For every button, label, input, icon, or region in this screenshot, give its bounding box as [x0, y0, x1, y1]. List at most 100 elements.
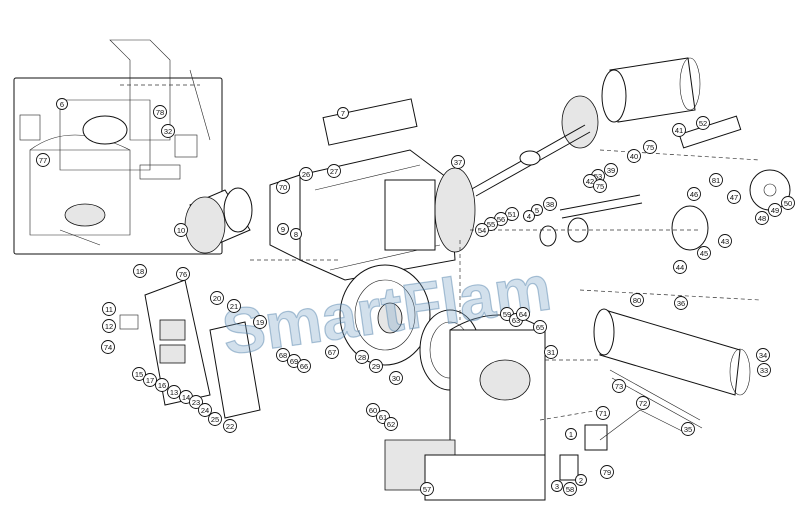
part-callouts: 6777832752413740753953427546814748495043…: [36, 98, 795, 496]
callout-label: 37: [454, 158, 462, 167]
callout-label: 61: [379, 413, 387, 422]
callout-44: 44: [673, 260, 687, 274]
callout-24: 24: [198, 403, 212, 417]
callout-label: 5: [535, 206, 539, 215]
callout-label: 74: [104, 343, 112, 352]
callout-circle: [673, 260, 687, 274]
callout-label: 78: [156, 108, 164, 117]
callout-circle: [223, 419, 237, 433]
callout-20: 20: [210, 291, 224, 305]
callout-circle: [697, 246, 711, 260]
callout-15: 15: [132, 367, 146, 381]
callout-label: 39: [607, 166, 615, 175]
callout-circle: [781, 196, 795, 210]
callout-circle: [627, 149, 641, 163]
callout-80: 80: [630, 293, 644, 307]
callout-label: 7: [341, 109, 345, 118]
callout-circle: [681, 422, 695, 436]
callout-circle: [533, 320, 547, 334]
callout-circle: [636, 396, 650, 410]
callout-label: 55: [487, 220, 495, 229]
callout-circle: [756, 348, 770, 362]
callout-label: 2: [579, 476, 583, 485]
callout-label: 76: [179, 270, 187, 279]
callout-circle: [155, 378, 169, 392]
callout-label: 18: [136, 267, 144, 276]
callout-label: 60: [369, 406, 377, 415]
callout-circle: [153, 105, 167, 119]
callout-76: 76: [176, 267, 190, 281]
combustion-tube: [601, 57, 701, 123]
callout-circle: [565, 428, 577, 440]
callout-circle: [709, 173, 723, 187]
callout-circle: [133, 264, 147, 278]
callout-circle: [36, 153, 50, 167]
callout-40: 40: [627, 149, 641, 163]
callout-12: 12: [102, 319, 116, 333]
callout-circle: [516, 307, 530, 321]
callout-62: 62: [384, 417, 398, 431]
callout-circle: [276, 348, 290, 362]
callout-label: 27: [330, 167, 338, 176]
callout-label: 31: [547, 348, 555, 357]
callout-circle: [475, 223, 489, 237]
callout-label: 36: [677, 299, 685, 308]
callout-label: 10: [177, 226, 185, 235]
callout-label: 1: [569, 430, 573, 439]
callout-45: 45: [697, 246, 711, 260]
callout-label: 20: [213, 294, 221, 303]
callout-18: 18: [133, 264, 147, 278]
callout-label: 46: [690, 190, 698, 199]
callout-circle: [757, 363, 771, 377]
callout-label: 34: [759, 351, 767, 360]
callout-label: 26: [302, 170, 310, 179]
callout-7: 7: [337, 107, 349, 119]
callout-69: 69: [287, 354, 301, 368]
callout-label: 11: [105, 305, 113, 314]
frame-housing: [269, 98, 476, 281]
callout-label: 30: [392, 374, 400, 383]
callout-1: 1: [565, 428, 577, 440]
callout-34: 34: [756, 348, 770, 362]
callout-3: 3: [551, 480, 563, 492]
inset-assembled-view: [13, 39, 223, 255]
callout-label: 29: [372, 362, 380, 371]
callout-4: 4: [523, 210, 535, 222]
callout-42: 42: [583, 174, 597, 188]
callout-label: 56: [497, 215, 505, 224]
burner-body: [384, 314, 546, 501]
callout-75: 75: [643, 140, 657, 154]
callout-circle: [327, 164, 341, 178]
callout-circle: [718, 234, 732, 248]
callout-circle: [369, 359, 383, 373]
callout-label: 57: [423, 485, 431, 494]
callout-circle: [596, 406, 610, 420]
callout-label: 49: [771, 206, 779, 215]
callout-circle: [189, 395, 203, 409]
callout-77: 77: [36, 153, 50, 167]
callout-label: 4: [527, 212, 531, 221]
callout-57: 57: [420, 482, 434, 496]
callout-5: 5: [531, 204, 543, 216]
nozzle-assembly: [469, 95, 791, 251]
callout-label: 19: [256, 318, 264, 327]
callout-label: 70: [279, 183, 287, 192]
callout-label: 40: [630, 152, 638, 161]
callout-label: 66: [300, 362, 308, 371]
callout-label: 69: [290, 357, 298, 366]
callout-label: 35: [684, 425, 692, 434]
callout-circle: [161, 124, 175, 138]
callout-circle: [531, 204, 543, 216]
callout-circle: [420, 482, 434, 496]
callout-25: 25: [208, 412, 222, 426]
callout-32: 32: [161, 124, 175, 138]
callout-label: 80: [633, 296, 641, 305]
callout-10: 10: [174, 223, 188, 237]
callout-label: 45: [700, 249, 708, 258]
callout-70: 70: [276, 180, 290, 194]
callout-6: 6: [56, 98, 68, 110]
callout-label: 12: [105, 322, 113, 331]
callout-73: 73: [612, 379, 626, 393]
callout-circle: [56, 98, 68, 110]
